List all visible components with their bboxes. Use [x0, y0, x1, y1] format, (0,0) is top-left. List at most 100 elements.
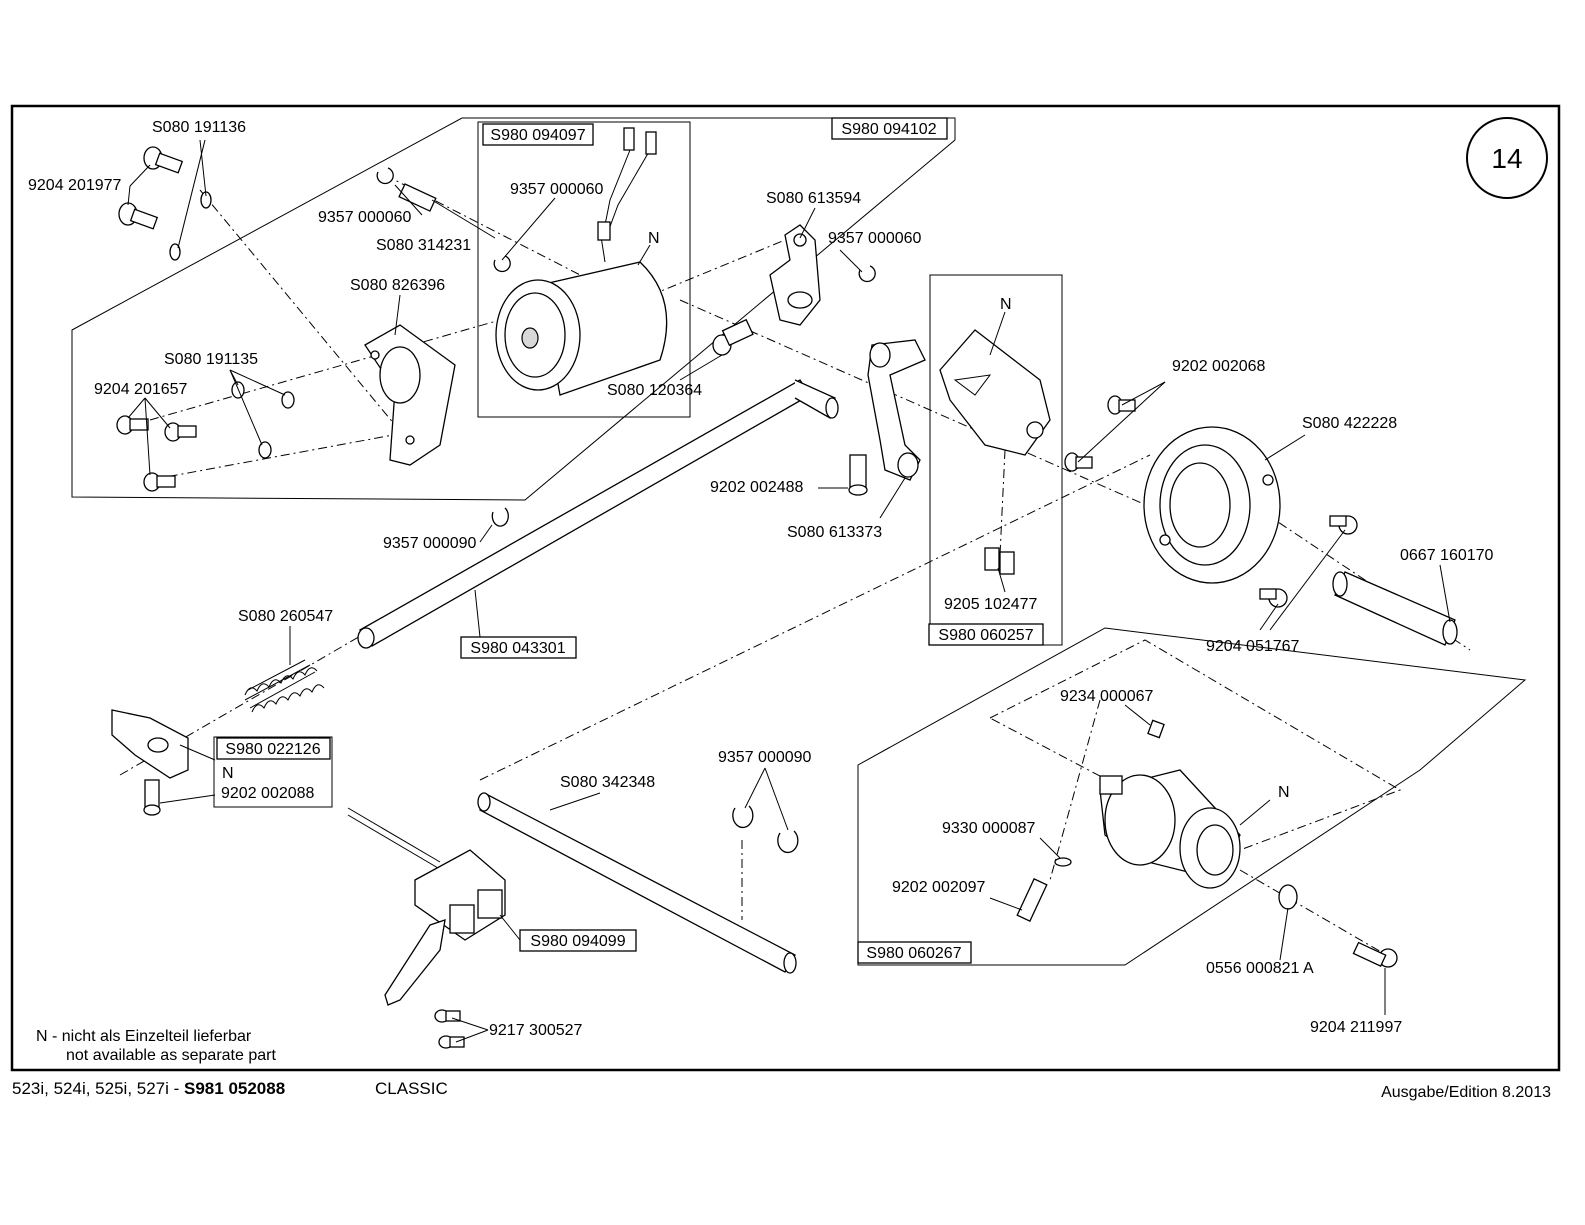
part-label: 9357 000090 [718, 749, 812, 766]
pin-s080314231 [398, 183, 437, 212]
assembly-label-s980094097: S980 094097 [482, 123, 594, 146]
screws-9202002068 [1064, 395, 1136, 472]
part-label: 9357 000090 [383, 535, 477, 552]
axis-line [679, 299, 1181, 521]
screw-9204211997 [1352, 941, 1398, 968]
screw-9204201977 [118, 146, 184, 230]
part-label: S080 613373 [787, 524, 882, 541]
legend-line-1: N - nicht als Einzelteil lieferbar [36, 1028, 252, 1045]
part-label: 9205 102477 [944, 596, 1038, 613]
axis-line [149, 429, 421, 481]
pin-0667160170 [1332, 571, 1458, 646]
part-label: 9202 002068 [1172, 358, 1266, 375]
n-mark: N [1278, 784, 1290, 801]
setscrew-9234000067 [1147, 719, 1165, 739]
screws-9204051767 [1259, 515, 1358, 608]
assembly-label-s980094099: S980 094099 [519, 929, 637, 952]
clip-9357000060 [376, 167, 394, 185]
part-label: 9202 002097 [892, 879, 986, 896]
knob-inner-outline [988, 639, 1402, 851]
diagram-frame [10, 104, 1561, 1072]
part-label: 9357 000060 [828, 230, 922, 247]
link-s080613373 [867, 339, 926, 481]
motor-subgroup-outline [477, 121, 691, 418]
part-label: S080 120364 [607, 382, 702, 399]
motor [495, 127, 668, 396]
page-number-badge: 14 [1466, 117, 1548, 199]
assembly-label-s980043301: S980 043301 [460, 636, 577, 659]
assembly-label-s980094102: S980 094102 [831, 117, 948, 140]
part-label: S080 191135 [164, 351, 258, 368]
screw-s080120364 [712, 318, 754, 356]
part-label: 9217 300527 [489, 1022, 583, 1039]
motor-group-outline [71, 117, 956, 501]
part-label: 9202 002488 [710, 479, 804, 496]
assembly-label-s980060257: S980 060257 [928, 623, 1044, 646]
rod-s080342348 [477, 792, 797, 974]
part-label: S080 422228 [1302, 415, 1397, 432]
part-label: 9330 000087 [942, 820, 1036, 837]
clip-9357000060 [858, 265, 876, 283]
svg-text:S980 094102: S980 094102 [841, 121, 936, 138]
svg-text:S980 094099: S980 094099 [530, 933, 625, 950]
part-label: 9357 000060 [510, 181, 604, 198]
part-label: S080 342348 [560, 774, 655, 791]
screw-9202002488 [848, 454, 868, 496]
axis-line [149, 319, 501, 421]
svg-text:S980 060267: S980 060267 [866, 945, 961, 962]
part-label: 9204 201977 [28, 177, 122, 194]
bracket-s080826396 [364, 324, 456, 466]
screws-9204201657 [116, 415, 197, 492]
washer-s080191136 [169, 191, 212, 261]
page-number: 14 [1491, 143, 1522, 174]
part-label: 9204 211997 [1310, 1019, 1402, 1036]
part-label: S080 260547 [238, 608, 333, 625]
part-label: S080 613594 [766, 190, 861, 207]
footer-series: CLASSIC [375, 1079, 448, 1098]
shaft-s980043301 [357, 379, 839, 649]
part-label: 9204 201657 [94, 381, 188, 398]
n-mark: N [222, 765, 234, 782]
housing-s080422228 [1143, 426, 1281, 584]
part-label: 0556 000821 A [1206, 960, 1314, 977]
switch-s980094099 [347, 807, 506, 1006]
footer-edition: Ausgabe/Edition 8.2013 [1381, 1084, 1551, 1101]
washer-9330000087 [1054, 857, 1072, 867]
n-mark: N [648, 230, 660, 247]
assembly-label-s980022126: S980 022126 [216, 737, 331, 760]
svg-text:S980 022126: S980 022126 [225, 741, 320, 758]
leader-lines [127, 139, 1451, 1043]
lever-s980060257 [939, 329, 1051, 456]
axis-line [199, 189, 396, 426]
part-label: 9202 002088 [221, 785, 315, 802]
spring-s080260547 [244, 659, 325, 713]
part-label: 9357 000060 [318, 209, 412, 226]
axis-line [1239, 869, 1396, 961]
clip-9357000060 [493, 255, 511, 273]
clamp-group-outline [213, 736, 333, 808]
part-label: 9204 051767 [1206, 638, 1300, 655]
part-label: S080 191136 [152, 119, 246, 136]
part-label: S080 314231 [376, 237, 471, 254]
part-label: 0667 160170 [1400, 547, 1494, 564]
knob-group-outline [857, 627, 1527, 966]
axis-line [479, 454, 1151, 781]
svg-text:S980 094097: S980 094097 [490, 127, 585, 144]
setscrew-9205102477 [984, 547, 1015, 575]
clamp-s980022126 [111, 709, 189, 779]
n-mark: N [1000, 296, 1012, 313]
svg-text:S980 043301: S980 043301 [470, 640, 565, 657]
clip-9357000090 [491, 507, 509, 527]
footer-models: 523i, 524i, 525i, 527i - S981 052088 [12, 1079, 285, 1098]
screw-9202002097 [1016, 878, 1048, 922]
legend-line-2: not available as separate part [66, 1047, 276, 1064]
washers-s080191135 [231, 381, 295, 459]
clips-9357000090 [732, 805, 799, 854]
part-label: 9234 000067 [1060, 688, 1154, 705]
screws-9217300527 [434, 1009, 465, 1049]
axis-line [999, 449, 1006, 556]
crank-s080613594 [769, 224, 821, 326]
part-label: S080 826396 [350, 277, 445, 294]
knob-s980060267 [1099, 769, 1241, 889]
